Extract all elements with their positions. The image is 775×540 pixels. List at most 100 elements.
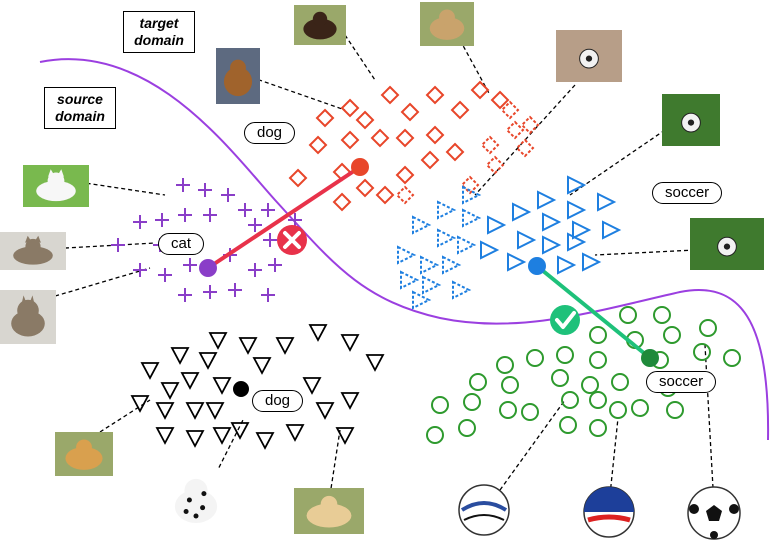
soccer-source-marker: [499, 401, 517, 419]
dog-target-marker: [395, 128, 415, 148]
dog-target-marker: [380, 85, 400, 105]
soccer-source-marker: [723, 349, 741, 367]
dog-source-marker: [212, 427, 232, 445]
dog-target-marker: [375, 185, 395, 205]
dog-source-marker: [238, 337, 258, 355]
dog-target-marker: [515, 138, 535, 158]
soccer-source-marker: [521, 403, 539, 421]
dog-source-marker: [255, 432, 275, 450]
soccer-target-marker: [420, 255, 440, 275]
dog-source-marker: [302, 377, 322, 395]
soccer-target-marker: [480, 240, 500, 260]
soccer-target-marker: [412, 290, 432, 310]
dalmatian-spot: [200, 505, 206, 511]
cat-source-center: [199, 259, 217, 277]
cat-source-marker: [238, 203, 252, 217]
dalmatian-spot: [193, 513, 199, 519]
soccer-source-marker: [426, 426, 444, 444]
cat-source-marker: [158, 268, 172, 282]
soccer-source-marker: [619, 306, 637, 324]
feature-clusters: [111, 80, 741, 450]
soccer-source-marker: [653, 306, 671, 324]
soccer-source-marker: [609, 401, 627, 419]
soccer-source-marker: [561, 391, 579, 409]
dog-source-marker: [170, 347, 190, 365]
soccer-target-marker: [597, 192, 617, 212]
dog-head: [76, 439, 92, 456]
dog-source-marker: [205, 402, 225, 420]
cat-source-marker: [111, 238, 125, 252]
dog-target-marker: [288, 168, 308, 188]
dog-target-marker: [395, 185, 415, 205]
labrador-puppy-photo: [294, 488, 364, 534]
soccer-target-marker: [572, 220, 592, 240]
leader-line: [99, 399, 151, 433]
tabby-cat-photo: [0, 290, 56, 344]
dog-source-marker: [315, 402, 335, 420]
cat-source-marker: [221, 188, 235, 202]
ball-seam: [463, 514, 505, 521]
soccer-target-marker: [462, 185, 482, 205]
soccer-target-marker: [602, 220, 622, 240]
soccer-source-marker: [458, 419, 476, 437]
soccer-target-marker: [397, 245, 417, 265]
cat-ear: [25, 235, 32, 243]
dog-source-marker: [140, 362, 160, 380]
soccer-target-marker: [542, 212, 562, 232]
wrong-alignment-link: [206, 165, 362, 270]
soccer-ball-grass-photo: [662, 94, 720, 146]
target-domain-label: target domain: [123, 11, 195, 53]
dog-target-marker: [450, 100, 470, 120]
cat-source-marker: [155, 213, 169, 227]
soccer-source-marker: [589, 391, 607, 409]
soccer-target-marker: [457, 235, 477, 255]
soccer-field-photo: [690, 218, 764, 270]
wrong-icon-cross: [283, 231, 301, 249]
dog-source-marker: [340, 392, 360, 410]
cat-body: [36, 180, 76, 202]
cat-ear: [21, 295, 27, 306]
dog-target-marker: [425, 85, 445, 105]
dog-source-marker: [308, 324, 328, 342]
cat-source-marker: [198, 183, 212, 197]
source-domain-label-line2: domain: [55, 108, 105, 124]
soccer-ball-classic-icon: [687, 486, 741, 540]
dog-target-marker: [370, 128, 390, 148]
soccer-target-marker: [507, 252, 527, 272]
dog-source-marker: [160, 382, 180, 400]
ball-blue-band: [460, 501, 508, 512]
dog-target-label: dog: [244, 122, 296, 144]
cat-head: [25, 238, 41, 255]
cat-source-marker: [263, 233, 277, 247]
cat-source-marker: [178, 208, 192, 222]
dog-source-marker: [155, 402, 175, 420]
soccer-source-marker: [699, 319, 717, 337]
soccer-source-marker: [551, 369, 569, 387]
cat-source-label: cat: [158, 233, 205, 255]
leader-line: [244, 74, 346, 111]
soccer-source-marker: [693, 343, 711, 361]
dog-source-marker: [185, 430, 205, 448]
dog-target-marker: [485, 155, 505, 175]
dog-source-marker: [252, 357, 272, 375]
dog-source-marker: [185, 402, 205, 420]
dog-target-marker: [420, 150, 440, 170]
soccer-source-marker: [526, 349, 544, 367]
soccer-source-marker: [559, 416, 577, 434]
dog-source-marker: [365, 354, 385, 372]
dog-source-marker: [180, 372, 200, 390]
leader-line: [704, 344, 714, 489]
leader-line: [51, 177, 166, 196]
dog-body: [65, 446, 103, 470]
dog-body: [223, 67, 253, 97]
dog-body: [429, 16, 465, 40]
ball-red-stripe: [587, 514, 631, 523]
dog-target-marker: [460, 175, 480, 195]
soccer-target-label: soccer: [652, 182, 723, 204]
soccer-target-marker: [582, 252, 602, 272]
dog-body: [306, 503, 352, 528]
tabby-cat-lying-photo: [0, 232, 66, 270]
sleeping-dog-photo: [420, 2, 474, 46]
soccer-source-marker: [581, 376, 599, 394]
cat-body: [13, 246, 53, 265]
